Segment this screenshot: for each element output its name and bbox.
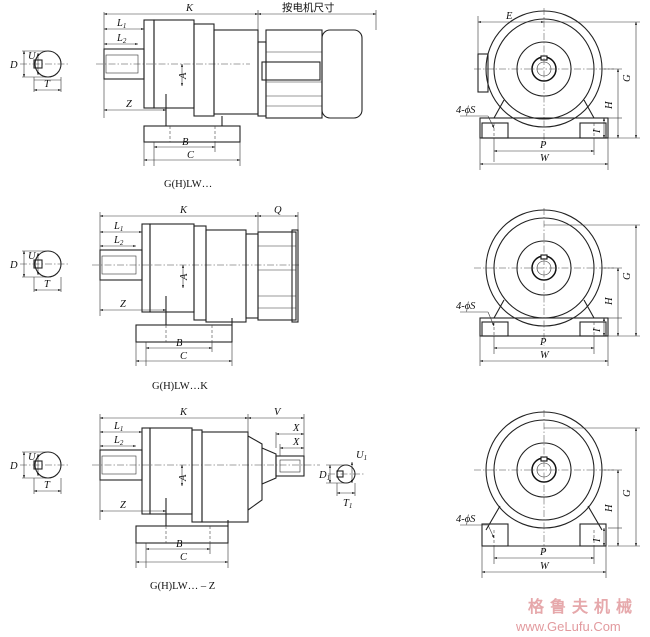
dim-i-2: I — [592, 328, 603, 333]
dim-e-1: E — [505, 11, 513, 22]
dim-h-1: H — [604, 100, 615, 110]
shaft-end-view-2 — [20, 250, 70, 292]
dim-c-1: C — [187, 150, 195, 161]
input-shaft-end-view — [326, 461, 364, 496]
shaft-end-view-3 — [20, 451, 70, 494]
dim-l2-3: L2 — [113, 435, 124, 447]
dim-i-3: I — [592, 538, 603, 543]
dim-z-1: Z — [126, 99, 132, 110]
dim-t-1: T — [44, 79, 51, 90]
caption-standard: G(H)LW… — [164, 179, 212, 190]
dim-a-2: A — [179, 273, 190, 281]
dim-q: Q — [274, 205, 282, 216]
dim-t-3: T — [44, 480, 51, 491]
dim-h-3: H — [604, 503, 615, 513]
shaft-end-view-1 — [20, 50, 70, 92]
dim-w-1: W — [540, 153, 550, 164]
dim-z-3: Z — [120, 500, 126, 511]
front-view-3 — [460, 410, 640, 578]
side-view-k-type — [92, 212, 300, 366]
dim-t-2: T — [44, 279, 51, 290]
dim-d-3: D — [9, 461, 18, 472]
dim-l1-3: L1 — [113, 421, 123, 433]
watermark-chinese: 格鲁夫机械 — [528, 597, 638, 616]
dim-k-2: K — [179, 205, 188, 216]
dim-g-2: G — [622, 272, 633, 280]
dim-p-1: P — [539, 140, 547, 151]
dim-d-1: D — [9, 60, 18, 71]
caption-k-type: G(H)LW…K — [152, 381, 208, 392]
dim-l1-2: L1 — [113, 221, 123, 233]
motor-size-note: 按电机尺寸 — [282, 1, 335, 14]
dim-g-1: G — [622, 74, 633, 82]
dim-l1-1: L1 — [116, 18, 126, 30]
side-view-z-type — [92, 414, 320, 568]
dim-w-2: W — [540, 350, 550, 361]
dim-x-2: X — [292, 437, 300, 448]
dim-h-2: H — [604, 296, 615, 306]
dim-b-3: B — [176, 539, 183, 550]
dim-l2-2: L2 — [113, 235, 124, 247]
dim-u1: U1 — [356, 450, 367, 462]
dim-w-3: W — [540, 561, 550, 572]
front-view-1 — [460, 8, 640, 170]
dim-l2-1: L2 — [116, 33, 127, 45]
dim-t1: T1 — [343, 498, 352, 510]
dim-s-2: 4-ϕS — [456, 301, 476, 312]
watermark-url: www.GeLufu.Com — [515, 619, 621, 634]
dim-a-3: A — [178, 474, 189, 482]
dim-u-3: U — [28, 452, 37, 463]
dim-d1: D1 — [318, 470, 330, 482]
front-view-2 — [460, 208, 640, 366]
dim-d-2: D — [9, 260, 18, 271]
dim-u-1: U — [28, 51, 37, 62]
dim-x-1: X — [292, 423, 300, 434]
dim-z-2: Z — [120, 299, 126, 310]
dim-u-2: U — [28, 251, 37, 262]
dim-c-3: C — [180, 552, 188, 563]
dim-b-2: B — [176, 338, 183, 349]
dim-i-1: I — [592, 129, 603, 134]
dim-c-2: C — [180, 351, 188, 362]
dim-p-3: P — [539, 547, 547, 558]
side-view-standard — [96, 10, 377, 166]
dim-s-3: 4-ϕS — [456, 514, 476, 525]
dim-b-1: B — [182, 137, 189, 148]
dim-g-3: G — [622, 489, 633, 497]
dim-v: V — [274, 407, 282, 418]
dim-k-1: K — [185, 3, 194, 14]
dim-p-2: P — [539, 337, 547, 348]
caption-z-type: G(H)LW… – Z — [150, 581, 215, 592]
dim-s-1: 4-ϕS — [456, 105, 476, 116]
dim-a-1: A — [178, 72, 189, 80]
dim-k-3: K — [179, 407, 188, 418]
